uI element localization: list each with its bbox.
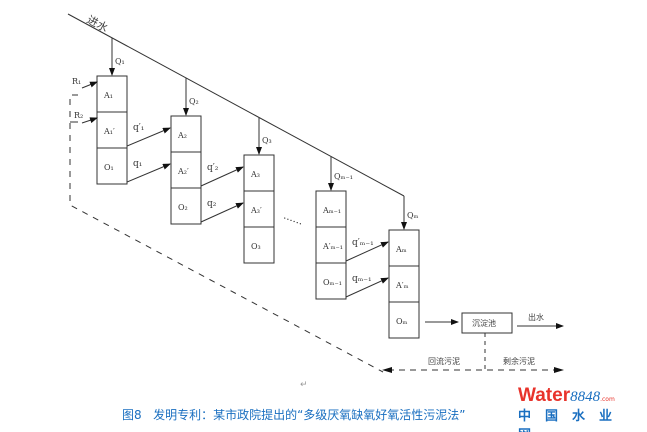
figure-caption: 图8 发明专利：某市政院提出的“多级厌氧缺氧好氧活性污泥法” [122, 408, 466, 422]
cell-label: Oₘ [396, 317, 408, 326]
reactor-cell [96, 147, 128, 185]
cell-label: A₂ [177, 131, 187, 140]
r2-arrow [81, 117, 98, 124]
transfer-label: qₘ₋₁ [352, 274, 372, 284]
inflow-label: Qₘ₋₁ [334, 172, 353, 181]
logo-domain: .com [600, 396, 615, 403]
inlet-line [67, 13, 405, 197]
reactor-cell [96, 111, 128, 149]
transfer-label: q′₁ [133, 123, 144, 133]
cell-label: A₁ [103, 91, 113, 100]
inflow-label: Q₃ [262, 136, 272, 145]
cell-label: A₃′ [250, 206, 262, 215]
inflow-label: Qₘ [407, 211, 419, 220]
cell-label: Oₘ₋₁ [323, 278, 342, 287]
reactor-cell [96, 75, 128, 113]
ellipsis: …… [282, 210, 305, 227]
cell-label: Aₘ₋₁ [322, 206, 341, 215]
transfer-arrow [200, 202, 244, 223]
logo-cn: 中国水业网 [518, 409, 627, 432]
logo-word: Water [518, 385, 571, 406]
return-sludge-label: 回流污泥 [428, 356, 460, 366]
r1-arrow [81, 81, 98, 89]
reactor-cell [315, 262, 347, 300]
cell-label: A₁′ [103, 127, 115, 136]
reactor-cell [243, 154, 275, 192]
reactor-cell [243, 190, 275, 228]
cell-label: O₁ [104, 163, 114, 172]
cell-label: A₃ [250, 170, 260, 179]
effluent-label: 出水 [528, 312, 544, 322]
transfer-arrow [126, 163, 171, 183]
reactor-cell [170, 187, 202, 225]
r2-label: R₂ [74, 111, 83, 120]
inlet-label: 进水 [85, 13, 111, 35]
transfer-arrow [126, 127, 171, 147]
settling-tank [461, 312, 513, 334]
transfer-arrow [345, 241, 389, 262]
reactor-cell [170, 115, 202, 153]
logo-number: 8848 [570, 389, 601, 405]
cell-label: A₂′ [177, 167, 189, 176]
settling-tank-label: 沉淀池 [472, 318, 496, 328]
r1-label: R₁ [72, 77, 81, 86]
return-sludge-line [69, 94, 384, 373]
reactor-cell [315, 226, 347, 264]
water8848-logo: Water8848.com 中国水业网 [518, 385, 643, 432]
transfer-label: q₁ [133, 159, 142, 169]
paragraph-mark: ↵ [300, 380, 308, 390]
reactor-cell [243, 226, 275, 264]
cell-label: A′ₘ [395, 281, 409, 290]
cell-label: Aₘ [395, 245, 407, 254]
excess-sludge-label: 剩余污泥 [503, 356, 535, 366]
cell-label: A′ₘ₋₁ [322, 242, 343, 251]
cell-label: O₂ [178, 203, 188, 212]
transfer-label: q₂ [207, 199, 217, 209]
reactor-cell [170, 151, 202, 189]
reactor-cell [388, 301, 420, 339]
transfer-arrow [200, 166, 244, 187]
inflow-label: Q₁ [115, 57, 125, 66]
transfer-arrow [345, 277, 389, 298]
inflow-label: Q₂ [189, 97, 199, 106]
cell-label: O₃ [251, 242, 261, 251]
transfer-label: q′ₘ₋₁ [352, 238, 374, 248]
transfer-label: q′₂ [207, 163, 219, 173]
